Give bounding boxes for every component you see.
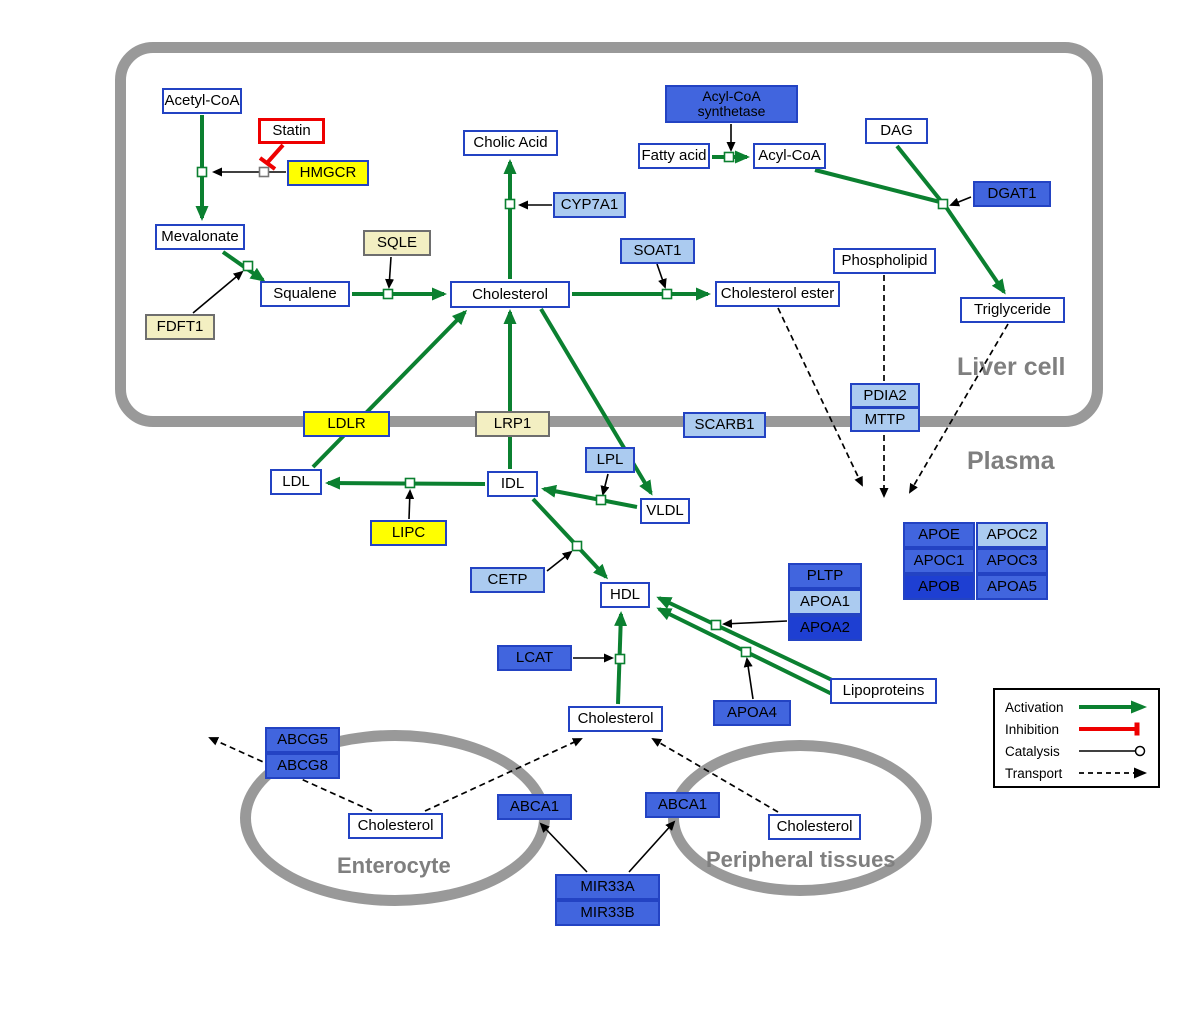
node-ldlr[interactable]: LDLR [303,411,390,437]
node-sqle[interactable]: SQLE [363,230,431,256]
node-pdia2[interactable]: PDIA2 [850,383,920,408]
node-mttp[interactable]: MTTP [850,407,920,432]
node-apoa5[interactable]: APOA5 [976,574,1048,600]
node-acetyl-coa[interactable]: Acetyl-CoA [162,88,242,114]
node-cholesterol-liver[interactable]: Cholesterol [450,281,570,308]
node-apob[interactable]: APOB [903,574,975,600]
node-fdft1[interactable]: FDFT1 [145,314,215,340]
legend: Activation Inhibition Catalysis Transpor… [993,688,1160,788]
liver-cell-label: Liver cell [957,353,1066,381]
node-dgat1[interactable]: DGAT1 [973,181,1051,207]
node-abcg5[interactable]: ABCG5 [265,727,340,753]
legend-activation-row: Activation [1005,696,1158,718]
node-triglyceride[interactable]: Triglyceride [960,297,1065,323]
legend-inhibition-label: Inhibition [1005,721,1060,737]
legend-inhibition-row: Inhibition [1005,718,1158,740]
transport-arrow-icon [1079,767,1147,779]
node-cholesterol-plasma[interactable]: Cholesterol [568,706,663,732]
node-squalene[interactable]: Squalene [260,281,350,307]
node-ldl[interactable]: LDL [270,469,322,495]
node-cyp7a1[interactable]: CYP7A1 [553,192,626,218]
node-phospholipid[interactable]: Phospholipid [833,248,936,274]
inhibition-arrow [258,143,285,171]
node-abca1-enterocyte[interactable]: ABCA1 [497,794,572,820]
node-abcg8[interactable]: ABCG8 [265,753,340,779]
node-cholesterol-enterocyte[interactable]: Cholesterol [348,813,443,839]
node-lipoproteins[interactable]: Lipoproteins [830,678,937,704]
node-mir33b[interactable]: MIR33B [555,900,660,926]
node-hmgcr[interactable]: HMGCR [287,160,369,186]
node-cetp[interactable]: CETP [470,567,545,593]
node-cholic-acid[interactable]: Cholic Acid [463,130,558,156]
node-mir33a[interactable]: MIR33A [555,874,660,900]
catalysis-lines [192,124,972,873]
node-apoc3[interactable]: APOC3 [976,548,1048,574]
plasma-label: Plasma [967,447,1055,475]
node-apoa4[interactable]: APOA4 [713,700,791,726]
legend-activation-label: Activation [1005,699,1064,715]
node-cholesterol-ester[interactable]: Cholesterol ester [715,281,840,307]
node-acyl-coa[interactable]: Acyl-CoA [753,143,826,169]
node-soat1[interactable]: SOAT1 [620,238,695,264]
peripheral-tissues-label: Peripheral tissues [706,847,896,872]
node-scarb1[interactable]: SCARB1 [683,412,766,438]
node-vldl[interactable]: VLDL [640,498,690,524]
node-lpl[interactable]: LPL [585,447,635,473]
node-apoc2[interactable]: APOC2 [976,522,1048,548]
legend-transport-row: Transport [1005,762,1158,784]
activation-arrow-icon [1079,700,1147,714]
legend-transport-label: Transport [1005,765,1063,781]
reaction-anchors [196,151,949,665]
enterocyte-label: Enterocyte [337,853,451,878]
node-cholesterol-peripheral[interactable]: Cholesterol [768,814,861,840]
inhibition-icon [1079,722,1140,736]
node-lcat[interactable]: LCAT [497,645,572,671]
node-hdl[interactable]: HDL [600,582,650,608]
node-abca1-peripheral[interactable]: ABCA1 [645,792,720,818]
node-apoe[interactable]: APOE [903,522,975,548]
node-apoa2[interactable]: APOA2 [788,615,862,641]
node-lipc[interactable]: LIPC [370,520,447,546]
node-lrp1[interactable]: LRP1 [475,411,550,437]
node-idl[interactable]: IDL [487,471,538,497]
node-fatty-acid[interactable]: Fatty acid [638,143,710,169]
node-acyl-coa-synthetase[interactable]: Acyl-CoA synthetase [665,85,798,123]
catalysis-icon [1079,745,1146,757]
peripheral-tissues-membrane [668,740,932,896]
node-apoa1[interactable]: APOA1 [788,589,862,615]
node-pltp[interactable]: PLTP [788,563,862,589]
legend-catalysis-label: Catalysis [1005,743,1060,759]
node-dag[interactable]: DAG [865,118,928,144]
node-apoc1[interactable]: APOC1 [903,548,975,574]
legend-catalysis-row: Catalysis [1005,740,1158,762]
node-mevalonate[interactable]: Mevalonate [155,224,245,250]
node-statin[interactable]: Statin [258,118,325,144]
